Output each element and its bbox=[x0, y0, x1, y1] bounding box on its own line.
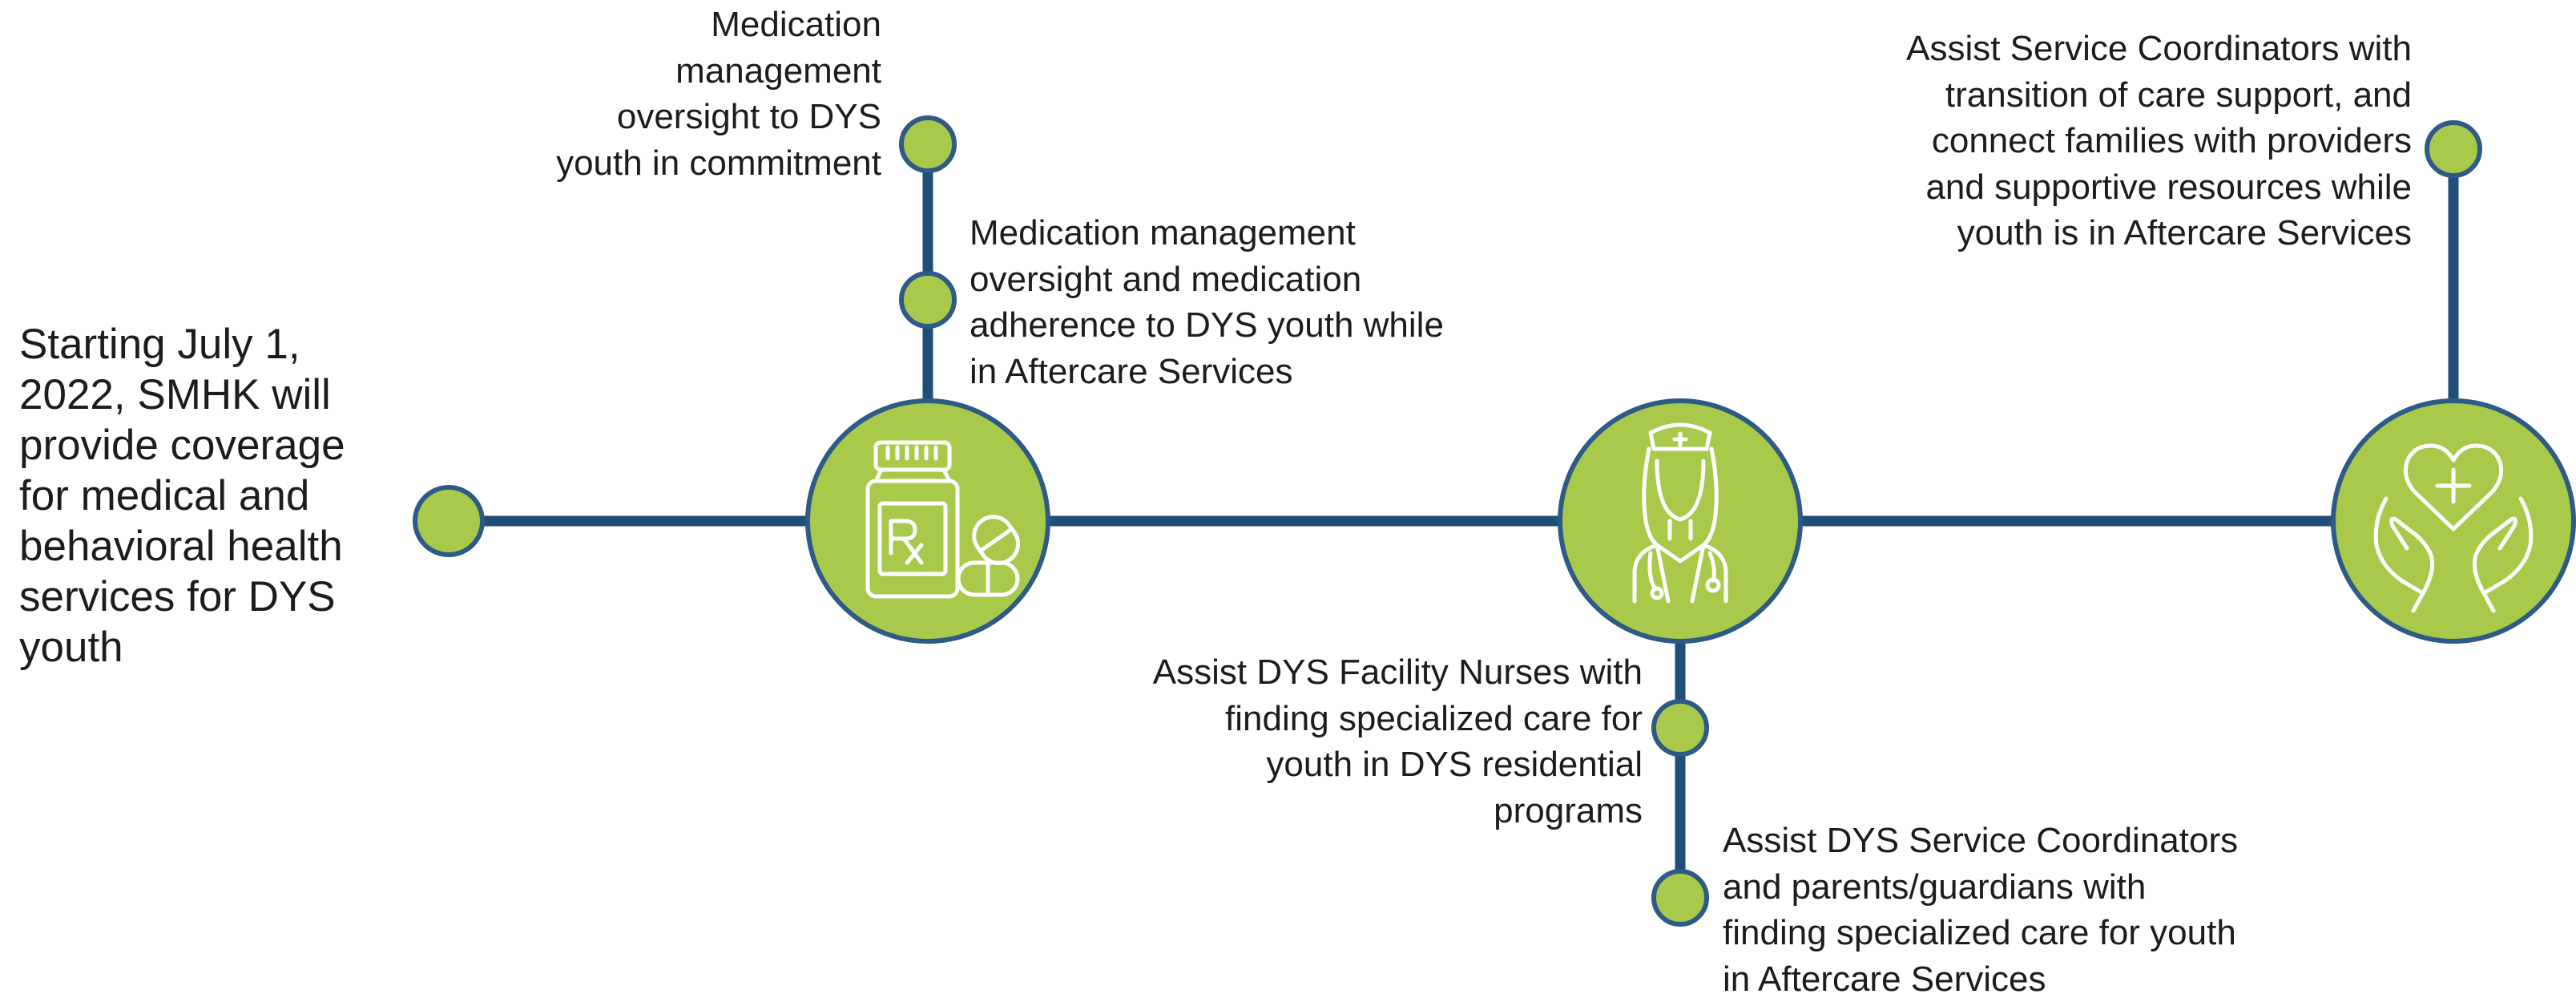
node-med-commitment bbox=[899, 115, 957, 173]
heart-hands-icon bbox=[2373, 443, 2534, 613]
note-med-aftercare: Medication management oversight and medi… bbox=[970, 213, 1444, 391]
pill-bottle-rx-icon bbox=[865, 440, 1021, 599]
note-med-commitment: Medication management oversight to DYS y… bbox=[556, 5, 881, 183]
note-transition: Assist Service Coordinators with transit… bbox=[1906, 29, 2412, 253]
node-nurses bbox=[1651, 699, 1709, 757]
note-nurses: Assist DYS Facility Nurses with finding … bbox=[1152, 653, 1643, 830]
node-pharmacy bbox=[805, 398, 1050, 644]
nurse-icon bbox=[1632, 422, 1728, 604]
start-node bbox=[413, 485, 485, 557]
node-med-aftercare bbox=[899, 271, 957, 329]
node-care bbox=[2331, 398, 2576, 644]
node-coordinators-parents bbox=[1651, 869, 1709, 927]
node-transition bbox=[2425, 120, 2482, 178]
intro-text: Starting July 1, 2022, SMHK will provide… bbox=[19, 321, 345, 671]
note-coordinators-parents: Assist DYS Service Coordinators and pare… bbox=[1723, 821, 2239, 999]
